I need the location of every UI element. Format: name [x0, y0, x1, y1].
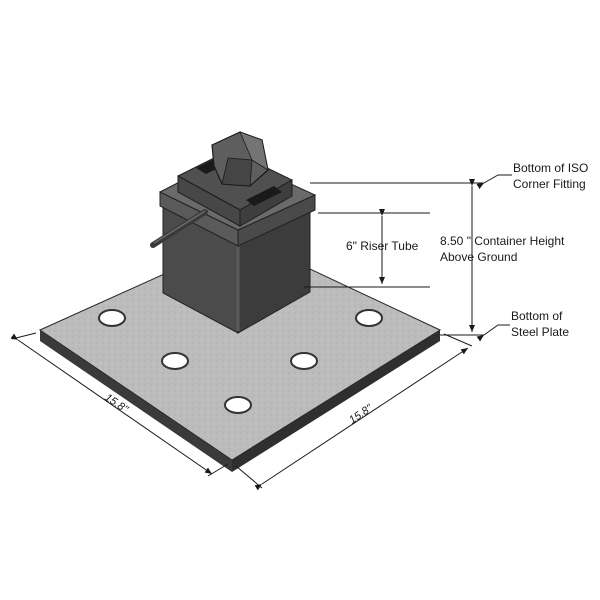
- iso-corner-fitting: [150, 131, 317, 248]
- height-dimension: 8.50 " Container Height Above Ground: [440, 179, 565, 332]
- steel-plate-callout: Bottom of Steel Plate: [476, 309, 569, 342]
- iso-fitting-label: Bottom of ISO: [513, 161, 588, 175]
- bolt-hole: [98, 309, 126, 327]
- riser-dimension: 6" Riser Tube: [346, 209, 419, 284]
- container-height-label-2: Above Ground: [440, 250, 517, 264]
- plate-width-right-label: 15.8": [347, 402, 376, 427]
- fitting-slot: [246, 186, 282, 206]
- iso-fitting-label-2: Corner Fitting: [513, 177, 586, 191]
- twistlock-handle: [150, 209, 208, 248]
- iso-fitting-callout: Bottom of ISO Corner Fitting: [476, 161, 588, 191]
- bolt-hole: [224, 396, 252, 414]
- steel-plate-label: Bottom of: [511, 309, 563, 323]
- steel-plate-label-2: Steel Plate: [511, 325, 569, 339]
- bolt-hole: [161, 352, 189, 370]
- bolt-hole: [355, 309, 383, 327]
- bolt-hole: [290, 352, 318, 370]
- container-height-label: 8.50 " Container Height: [440, 234, 565, 248]
- plate-width-left-dim-line: [10, 333, 213, 475]
- riser-tube-label: 6" Riser Tube: [346, 239, 419, 253]
- plate-width-right-dim-line: [254, 347, 469, 491]
